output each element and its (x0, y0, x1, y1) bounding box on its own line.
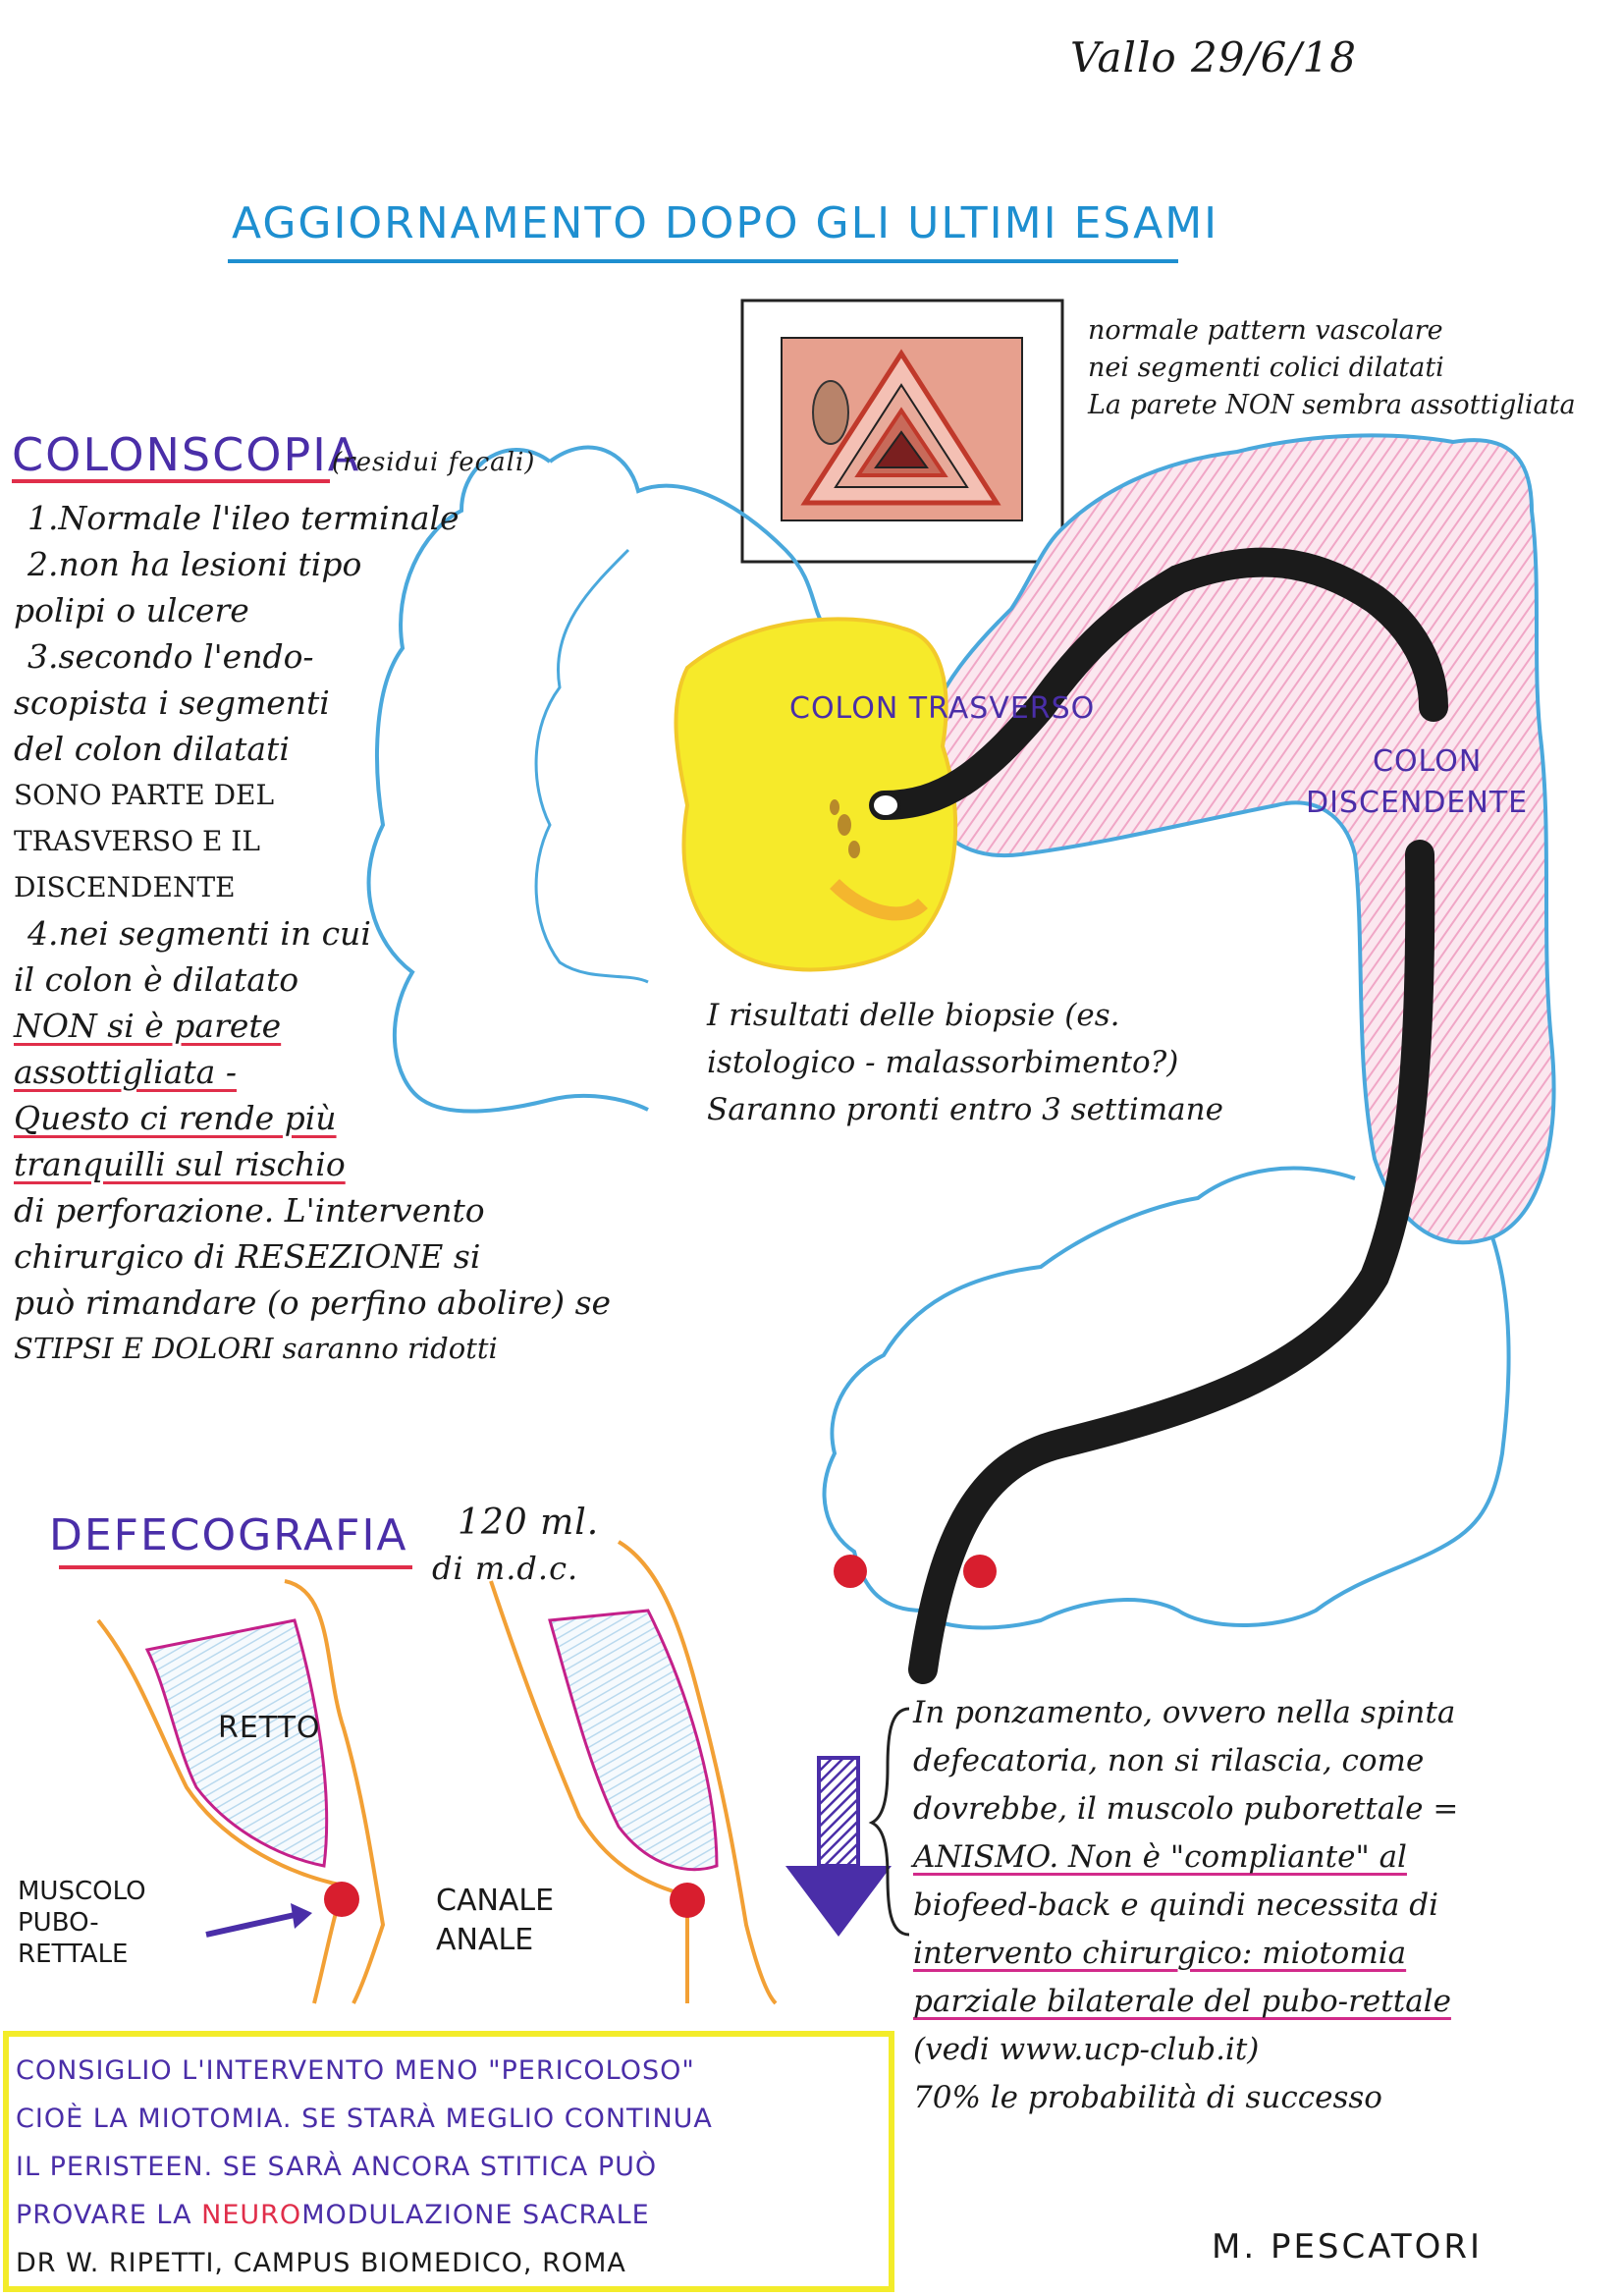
advice-line: IL PERISTEEN. SE SARÀ ANCORA STITICA PUÒ (16, 2152, 658, 2182)
colonscopia-line: chirurgico di RESEZIONE si (14, 1237, 481, 1276)
advice-neuro-word: NEURO (201, 2200, 302, 2230)
label-canale-line: ANALE (436, 1923, 534, 1957)
label-canale-line: CANALE (436, 1884, 555, 1918)
colonscopia-line: scopista i segmenti (14, 683, 330, 722)
colonscopia-title: COLONSCOPIA (12, 428, 361, 481)
red-dot-left (834, 1555, 867, 1588)
anismo-note-line: parziale bilaterale del pubo-rettale (913, 1984, 1451, 2019)
advice-line: DR W. RIPETTI, CAMPUS BIOMEDICO, ROMA (16, 2248, 626, 2278)
endoscope-tube (869, 547, 1448, 820)
colonscopia-line: NON si è parete (14, 1007, 282, 1045)
colonscopia-line: TRASVERSO E IL (14, 825, 260, 857)
anismo-note-line: biofeed-back e quindi necessita di (913, 1887, 1439, 1923)
muscle-pointer-arrow (205, 1912, 296, 1938)
colonscopia-line: del colon dilatati (14, 730, 290, 768)
colonscopia-line: 1.Normale l'ileo terminale (27, 499, 460, 537)
endoscopy-note-line: La parete NON sembra assottigliata (1088, 390, 1576, 420)
colon-ascending-inner (534, 548, 649, 984)
curly-brace (868, 1707, 910, 1937)
anismo-note-line: defecatoria, non si rilascia, come (913, 1743, 1425, 1778)
colon-sigmoid-outline (822, 1166, 1511, 1630)
biopsy-note: I risultati delle biopsie (es. istologic… (707, 992, 1223, 1133)
colonscopia-subtitle: (residui fecali) (332, 448, 536, 477)
label-muscolo-puborettale: MUSCOLO PUBO- RETTALE (18, 1876, 146, 1970)
colonscopia-line: 2.non ha lesioni tipo (27, 545, 362, 583)
label-retto: RETTO (218, 1711, 321, 1745)
label-colon-discendente-2: DISCENDENTE (1306, 786, 1529, 820)
label-muscolo-line: RETTALE (18, 1940, 129, 1969)
rectum-diagram-left (96, 1579, 386, 2004)
anismo-note-line: 70% le probabilità di successo (913, 2080, 1382, 2115)
endoscopy-note-line: nei segmenti colici dilatati (1088, 353, 1444, 383)
advice-line: CONSIGLIO L'INTERVENTO MENO "PERICOLOSO" (16, 2055, 695, 2086)
defecografia-dose: 120 ml. (458, 1503, 600, 1543)
colonscopia-line: tranquilli sul rischio (14, 1145, 346, 1183)
colonscopia-line: STIPSI E DOLORI saranno ridotti (14, 1332, 498, 1365)
colonscopia-line: il colon è dilatato (14, 960, 299, 999)
advice-box (3, 2031, 894, 2292)
advice-line: PROVARE LA NEUROMODULAZIONE SACRALE (16, 2191, 713, 2239)
anismo-note-line: (vedi www.ucp-club.it) (913, 2032, 1260, 2067)
colonscopia-line: DISCENDENTE (14, 871, 236, 903)
colonscopia-line: 3.secondo l'endo- (27, 637, 314, 676)
advice-line: CIOÈ LA MIOTOMIA. SE STARÀ MEGLIO CONTIN… (16, 2104, 713, 2134)
advice-text: CONSIGLIO L'INTERVENTO MENO "PERICOLOSO"… (16, 2047, 713, 2287)
anismo-note-line: In ponzamento, ovvero nella spinta (913, 1695, 1456, 1730)
endoscopy-image (740, 299, 1064, 564)
anismo-note: In ponzamento, ovvero nella spinta defec… (913, 1689, 1458, 2122)
colonscopia-line: SONO PARTE DEL (14, 779, 275, 811)
biopsy-note-line: istologico - malassorbimento?) (707, 1045, 1179, 1080)
label-colon-trasverso: COLON TRASVERSO (789, 691, 1096, 726)
rectum-diagram-right (489, 1540, 778, 2005)
label-muscolo-line: PUBO- (18, 1908, 99, 1938)
defecografia-title: DEFECOGRAFIA (49, 1510, 408, 1560)
page-title: AGGIORNAMENTO DOPO GLI ULTIMI ESAMI (232, 198, 1219, 248)
colonscopia-line: di perforazione. L'intervento (14, 1191, 485, 1230)
signature-date: Vallo 29/6/18 (1070, 33, 1357, 82)
endoscopy-note-line: normale pattern vascolare (1088, 315, 1443, 346)
anismo-note-line: dovrebbe, il muscolo puborettale = (913, 1791, 1459, 1827)
colonscopia-line: assottigliata - (14, 1053, 237, 1091)
endoscopy-note: normale pattern vascolare nei segmenti c… (1088, 312, 1576, 424)
anismo-note-line: intervento chirurgico: miotomia (913, 1936, 1407, 1971)
defecografia-dose-2: di m.d.c. (432, 1550, 579, 1587)
colonscopia-list: 1.Normale l'ileo terminale 2.non ha lesi… (14, 495, 611, 1372)
biopsy-note-line: Saranno pronti entro 3 settimane (707, 1092, 1223, 1127)
label-canale-anale: CANALE ANALE (436, 1882, 554, 1960)
label-muscolo-line: MUSCOLO (18, 1877, 146, 1906)
down-arrow (785, 1756, 892, 1937)
red-dot-right (963, 1555, 997, 1588)
author-signature: M. PESCATORI (1212, 2227, 1484, 2267)
endoscope-tube-lower (908, 840, 1435, 1684)
advice-line4-suffix: MODULAZIONE SACRALE (301, 2200, 650, 2230)
colonscopia-line: polipi o ulcere (14, 591, 249, 629)
yellow-mass (674, 617, 958, 972)
anismo-note-line: ANISMO. Non è "compliante" al (913, 1839, 1407, 1875)
advice-line4-prefix: PROVARE LA (16, 2200, 202, 2230)
colonscopia-line: può rimandare (o perfino abolire) se (14, 1284, 612, 1322)
biopsy-note-line: I risultati delle biopsie (es. (707, 998, 1120, 1033)
label-colon-discendente: COLON (1373, 744, 1483, 779)
colon-ascending-outline (366, 445, 845, 1114)
colonscopia-line: 4.nei segmenti in cui (27, 914, 371, 953)
colonscopia-line: Questo ci rende più (14, 1099, 337, 1137)
